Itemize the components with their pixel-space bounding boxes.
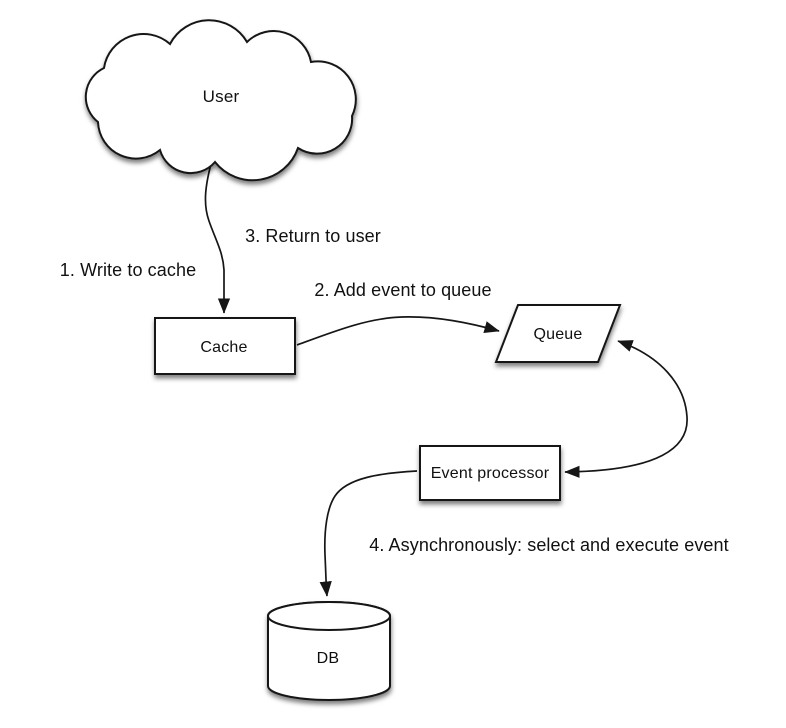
- user-label: User: [203, 87, 240, 106]
- cache-node: Cache: [154, 317, 296, 375]
- label-step-4-asynchronously: 4. Asynchronously: select and execute ev…: [369, 535, 729, 555]
- db-node: DB: [267, 601, 391, 701]
- arrow-event-processor-to-db: [319, 470, 418, 597]
- cloud-shape: [84, 19, 357, 182]
- event-processor-node: Event processor: [419, 445, 561, 501]
- db-label: DB: [317, 650, 340, 667]
- cache-label: Cache: [200, 339, 247, 356]
- cache-box: [154, 317, 296, 375]
- label-step-3-return-to-user: 3. Return to user: [245, 226, 381, 246]
- event-processor-box: [419, 445, 561, 501]
- event-processor-label: Event processor: [431, 465, 550, 482]
- label-step-1-write-to-cache: 1. Write to cache: [60, 260, 196, 280]
- queue-label: Queue: [533, 326, 582, 343]
- arrow-queue-event-processor: [564, 340, 688, 478]
- db-cylinder-top: [267, 601, 391, 631]
- queue-shape: [494, 304, 622, 363]
- label-step-2-add-event-to-queue: 2. Add event to queue: [314, 280, 491, 300]
- user-node: User: [84, 19, 357, 182]
- queue-node: Queue: [494, 304, 622, 363]
- arrow-user-to-cache: [204, 159, 231, 314]
- arrow-cache-to-queue: [296, 316, 500, 346]
